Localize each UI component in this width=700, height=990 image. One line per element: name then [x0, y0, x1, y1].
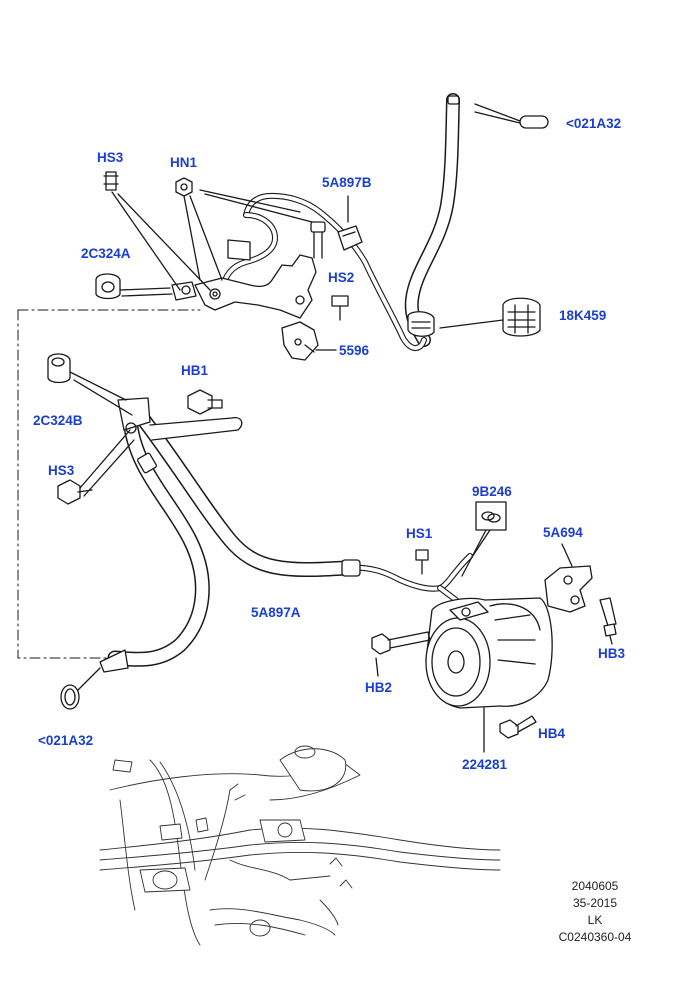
sleeve-on-hose — [407, 311, 435, 337]
sleeve-18k459[interactable] — [502, 297, 541, 337]
seal-021a32-bottom[interactable] — [60, 684, 80, 710]
callout-224281[interactable]: 224281 — [462, 757, 508, 772]
reference-line-4: C0240360-04 — [558, 930, 632, 944]
callout-hb4[interactable]: HB4 — [538, 726, 566, 741]
fitting-2c324b[interactable] — [47, 353, 71, 384]
hose-5a897b-upper[interactable] — [404, 93, 460, 347]
vehicle-locator-view — [99, 745, 501, 946]
callout-5a897a[interactable]: 5A897A — [251, 605, 301, 620]
callout-hs3-mid[interactable]: HS3 — [48, 463, 75, 478]
bolt-hs3-top[interactable] — [103, 171, 119, 191]
callout-hb2[interactable]: HB2 — [365, 680, 393, 695]
callout-18k459[interactable]: 18K459 — [559, 308, 607, 323]
callout-021a32-bottom[interactable]: <021A32 — [38, 733, 94, 748]
bolt-hb1[interactable] — [187, 389, 223, 415]
reference-line-3: LK — [587, 913, 603, 927]
callout-hb1[interactable]: HB1 — [181, 363, 209, 378]
reference-block: 2040605 35-2015 LK C0240360-04 — [540, 878, 650, 946]
bolt-hb3[interactable] — [599, 597, 617, 637]
callout-9b246[interactable]: 9B246 — [472, 484, 512, 499]
callout-hb3[interactable]: HB3 — [598, 646, 626, 661]
callout-5a897b[interactable]: 5A897B — [322, 175, 372, 190]
callout-2c324a[interactable]: 2C324A — [81, 246, 131, 261]
callout-2c324b[interactable]: 2C324B — [33, 413, 83, 428]
nut-hn1[interactable] — [175, 177, 193, 197]
hose-end-fitting — [99, 397, 361, 673]
callout-hn1[interactable]: HN1 — [170, 155, 198, 170]
bolt-hs3-mid[interactable] — [57, 479, 93, 505]
bolt-hb2[interactable] — [371, 631, 431, 655]
reference-line-1: 2040605 — [571, 879, 619, 893]
pipe-clip — [337, 225, 363, 251]
bolt-hs1[interactable] — [415, 549, 429, 575]
oring-9b246[interactable] — [475, 501, 507, 531]
upper-bracket — [194, 221, 326, 319]
callout-021a32-top[interactable]: <021A32 — [566, 116, 622, 131]
callout-hs1[interactable]: HS1 — [406, 526, 433, 541]
seal-021a32-top[interactable] — [519, 115, 549, 129]
fitting-2c324a[interactable] — [95, 273, 121, 300]
pipe-upper — [219, 192, 427, 351]
callout-hs2[interactable]: HS2 — [328, 270, 355, 285]
clip-5596-part[interactable] — [281, 321, 319, 361]
callout-5596[interactable]: 5596 — [339, 343, 370, 358]
bolt-hs2[interactable] — [331, 295, 349, 321]
hose-5a897a[interactable] — [107, 407, 473, 667]
reference-line-2: 35-2015 — [572, 896, 618, 910]
bolt-hb4[interactable] — [499, 715, 537, 739]
callout-5a694[interactable]: 5A694 — [543, 525, 583, 540]
bracket-5a694[interactable] — [544, 565, 593, 613]
compressor-224281[interactable] — [425, 597, 553, 709]
callout-hs3-top[interactable]: HS3 — [97, 150, 124, 165]
